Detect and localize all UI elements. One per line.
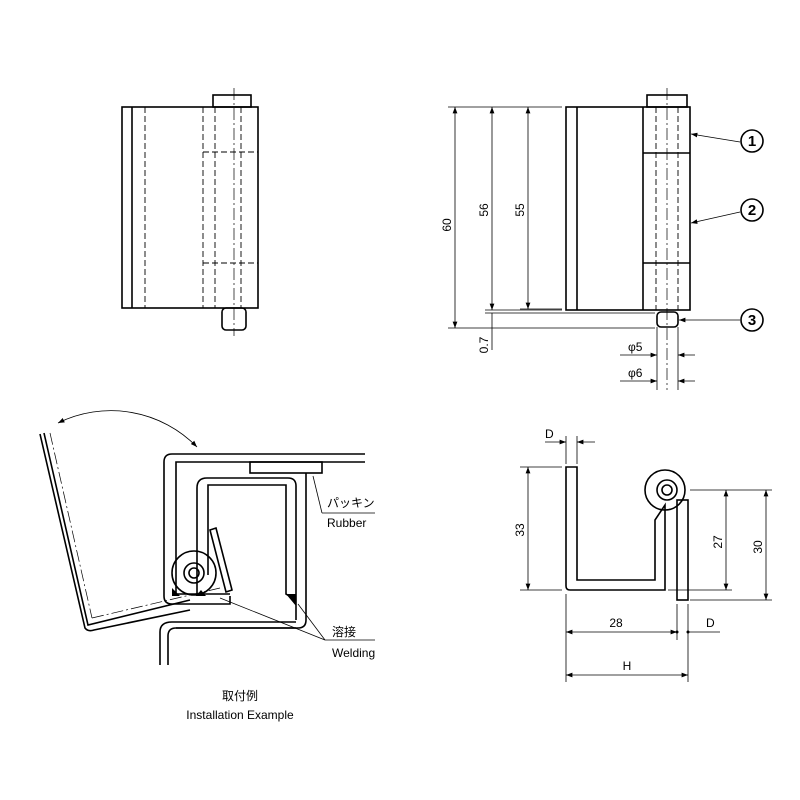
dim-60: 60: [440, 218, 454, 232]
callout-circle: [740, 308, 764, 332]
dim-phi6: φ6: [628, 366, 643, 380]
welding-label-en: Welding: [332, 646, 375, 660]
welding-label-jp: 溶接: [332, 624, 356, 639]
installation-title-en: Installation Example: [186, 708, 294, 722]
callout-circle: [740, 129, 764, 153]
dim-56: 56: [477, 203, 491, 217]
dim-d-right: D: [706, 616, 715, 630]
side-view: 60 56 55 0.7 φ5 φ6 1 2 3: [440, 88, 764, 390]
dim-55: 55: [513, 203, 527, 217]
dim-h: H: [623, 659, 632, 673]
callout-3: 3: [748, 312, 756, 329]
callout-2: 2: [748, 202, 756, 219]
installation-example: パッキン Rubber 溶接 Welding 取付例 Installation …: [39, 410, 375, 722]
dim-0-7: 0.7: [477, 336, 491, 353]
rubber-label-en: Rubber: [327, 516, 366, 530]
callout-1: 1: [748, 133, 756, 150]
dim-28: 28: [609, 616, 623, 630]
dim-phi5: φ5: [628, 340, 643, 354]
callout-circle: [740, 198, 764, 222]
front-view: [121, 88, 259, 336]
dim-30: 30: [751, 540, 765, 554]
section-view: 33 27 30 D 28 D H: [513, 427, 772, 682]
rubber-label-jp: パッキン: [327, 496, 375, 510]
dim-33: 33: [513, 523, 527, 537]
dim-d-top: D: [545, 427, 554, 441]
dim-27: 27: [711, 535, 725, 549]
installation-title-jp: 取付例: [222, 689, 258, 703]
